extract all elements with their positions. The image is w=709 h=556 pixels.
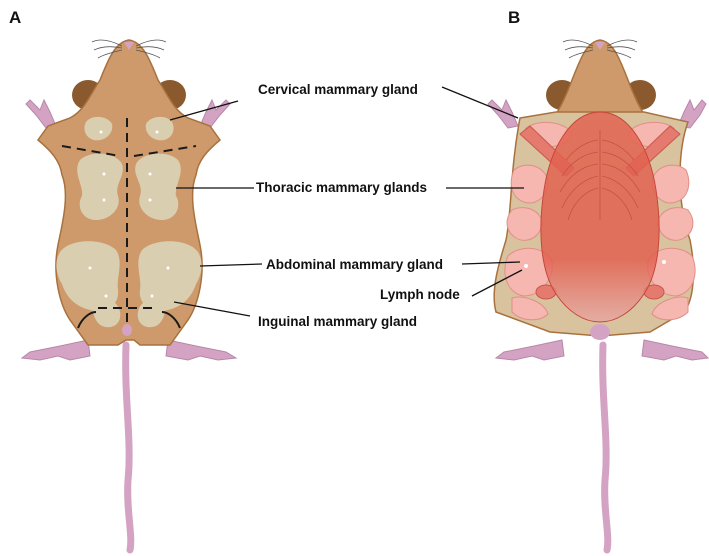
label-inguinal: Inguinal mammary gland	[258, 314, 418, 329]
tail-b	[599, 341, 612, 554]
panel-letter-a: A	[9, 8, 22, 27]
label-lymph-node: Lymph node	[380, 287, 460, 302]
tail-a	[122, 341, 135, 554]
fore-paw-left-b	[487, 98, 519, 129]
inguinal-gland-right-a	[137, 298, 165, 328]
mouse-a	[20, 39, 238, 554]
leader-lines-a	[169, 100, 263, 317]
head-b	[554, 39, 646, 115]
hind-foot-left-a	[20, 339, 91, 361]
label-cervical: Cervical mammary gland	[258, 82, 418, 97]
tissue-glands-b	[504, 121, 696, 321]
abdominal-gland-left-a	[56, 241, 120, 312]
inguinal-curves-a	[77, 311, 181, 329]
fore-paw-left-a	[25, 98, 57, 129]
nose-b	[595, 42, 605, 50]
mouse-b	[487, 39, 709, 554]
cervical-gland-right-a	[145, 116, 174, 141]
whiskers-b	[562, 39, 638, 59]
thoracic-gland-left-a	[77, 153, 123, 220]
abdominal-gland-right-a	[138, 241, 202, 312]
cervical-gland-left-a	[84, 116, 113, 141]
body-a	[36, 39, 222, 346]
hind-foot-left-b	[494, 339, 565, 361]
nose-a	[124, 42, 134, 50]
fore-paw-right-a	[199, 98, 231, 129]
panel-letter-b: B	[508, 8, 521, 27]
hind-foot-right-a	[165, 339, 238, 361]
incision-lines-a	[61, 118, 197, 322]
leader-lines-b	[441, 86, 524, 297]
whiskers-a	[91, 39, 167, 59]
genital-b	[590, 324, 610, 340]
hind-foot-right-b	[641, 339, 709, 361]
nipple-dots-a	[88, 130, 170, 298]
inguinal-gland-left-a	[93, 298, 121, 328]
genital-a	[122, 324, 132, 336]
lymph-node-right-b	[662, 260, 666, 264]
label-abdominal: Abdominal mammary gland	[266, 257, 444, 272]
thoracic-gland-right-a	[135, 153, 181, 220]
ribcage-b	[559, 130, 641, 221]
lymph-node-left-b	[524, 264, 528, 268]
label-thoracic: Thoracic mammary glands	[256, 180, 428, 195]
